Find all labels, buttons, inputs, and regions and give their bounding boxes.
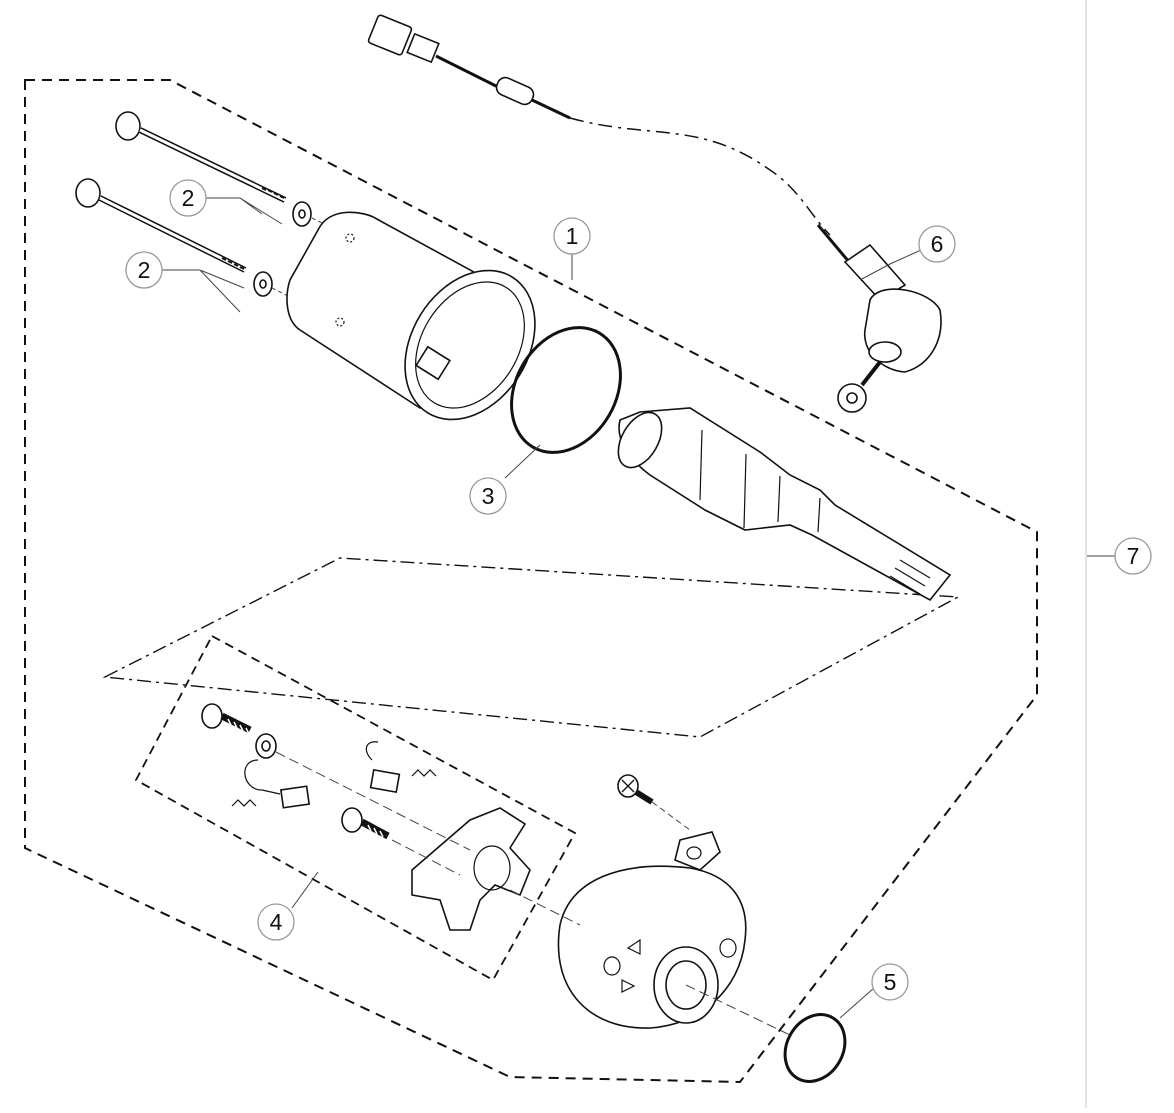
- callout-3: 3: [469, 477, 507, 515]
- bolt-lower: [75, 178, 247, 273]
- callout-7-label: 7: [1127, 543, 1140, 569]
- armature: [617, 407, 952, 602]
- brush-plate-guide-outline: [102, 557, 961, 738]
- callout-2-upper: 2: [169, 179, 207, 217]
- brush-set-parts: [201, 703, 531, 931]
- callout-leaders: [160, 197, 1115, 1019]
- yoke-housing: [286, 211, 536, 421]
- callout-5-label: 5: [884, 969, 897, 995]
- callout-7: 7: [1114, 537, 1152, 575]
- callout-1-label: 1: [566, 223, 579, 249]
- callout-6-label: 6: [931, 231, 944, 257]
- callout-4: 4: [257, 903, 295, 941]
- end-cover: [509, 774, 791, 1036]
- panel-divider: [1085, 0, 1087, 1108]
- assembly-outline-item-7: [24, 79, 1038, 1084]
- bolt-upper: [115, 111, 287, 203]
- o-ring-item-5: [783, 1013, 847, 1083]
- o-ring-item-3: [510, 326, 622, 454]
- callout-3-label: 3: [482, 483, 495, 509]
- callout-2-upper-label: 2: [182, 185, 195, 211]
- callout-2-lower-label: 2: [138, 257, 151, 283]
- callout-1: 1: [553, 217, 591, 255]
- callout-5: 5: [871, 963, 909, 1001]
- washers-item-2: [253, 201, 353, 323]
- callout-6: 6: [918, 225, 956, 263]
- callout-2-lower: 2: [125, 251, 163, 289]
- callout-4-label: 4: [270, 909, 283, 935]
- brush-set-outline-item-4: [134, 634, 577, 982]
